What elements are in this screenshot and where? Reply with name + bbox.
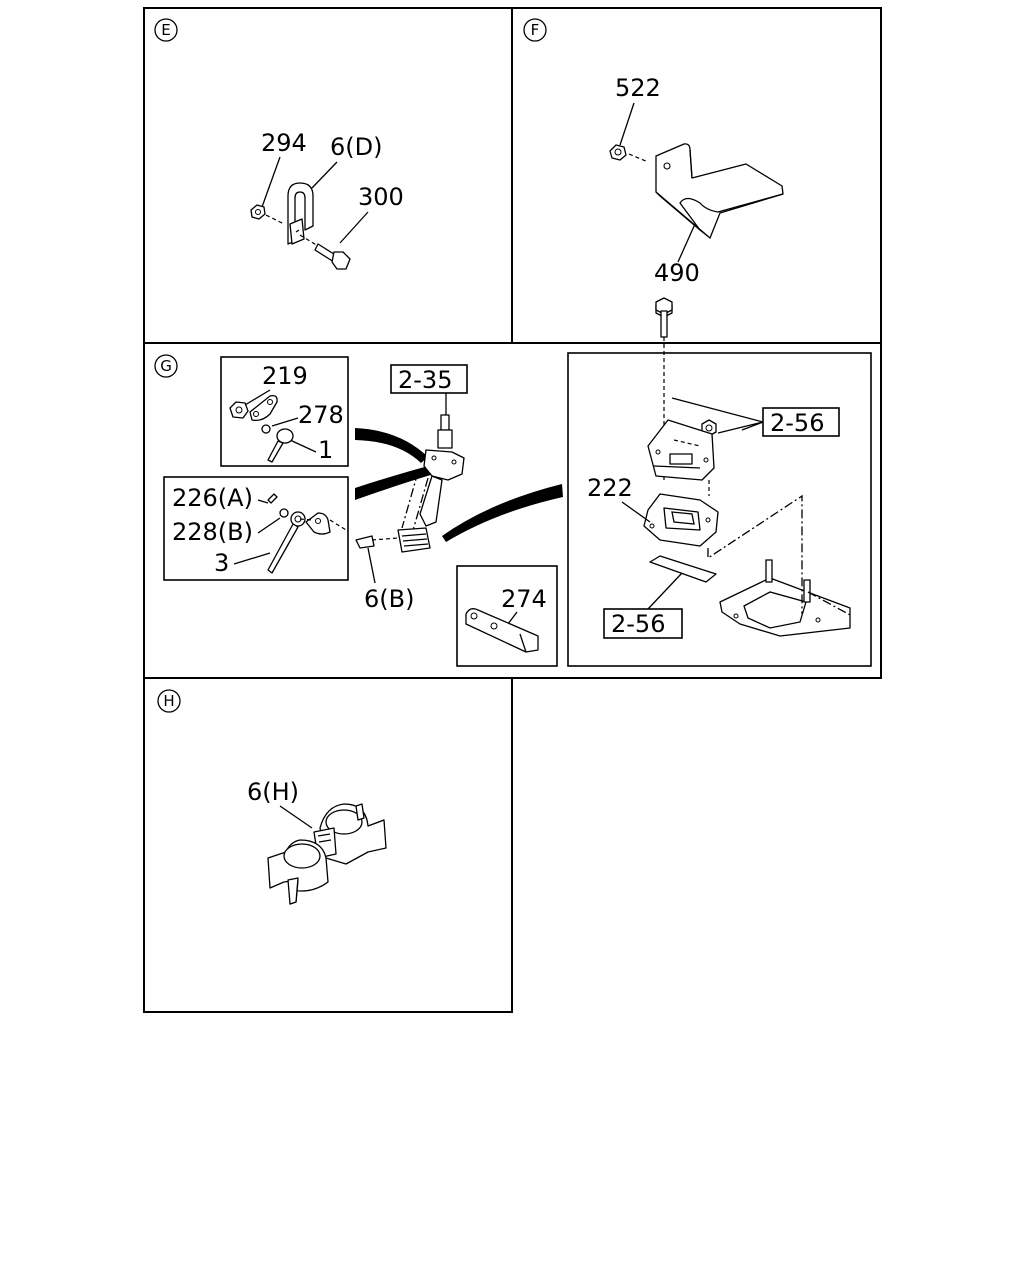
bolt-icon [299, 234, 351, 270]
bracket-icon [655, 143, 784, 239]
svg-text:G: G [160, 357, 172, 375]
callout-arrows [355, 428, 563, 542]
label-274: 274 [501, 585, 547, 613]
label-6b: 6(B) [364, 585, 414, 613]
detail-box-lower-link [163, 476, 349, 581]
lever-bracket-icon [465, 608, 539, 653]
panel-marker-f: F [523, 18, 547, 42]
label-522: 522 [615, 74, 661, 102]
nut-icon [250, 204, 266, 220]
shift-lever-icon [355, 414, 465, 553]
linkage-lower-icon [267, 493, 347, 574]
svg-text:E: E [161, 21, 170, 39]
panel-g: G 219 278 1 226(A) 228(B) 3 [154, 297, 872, 667]
panel-h: H 6(H) [157, 689, 387, 905]
label-219: 219 [262, 362, 308, 390]
label-3: 3 [214, 549, 229, 577]
linkage-upper-icon [229, 394, 294, 463]
svg-text:F: F [531, 21, 540, 39]
label-228b: 228(B) [172, 518, 253, 546]
nut-icon [609, 144, 627, 161]
label-300: 300 [358, 183, 404, 211]
ref-box-2-35 [390, 364, 468, 394]
label-222: 222 [587, 474, 633, 502]
panel-marker-g: G [154, 354, 178, 378]
clip-icon [287, 182, 314, 245]
double-clip-icon [267, 803, 387, 905]
frame-grid [143, 7, 882, 1013]
panel-marker-h: H [157, 689, 181, 713]
label-6d: 6(D) [330, 133, 382, 161]
svg-text:H: H [163, 692, 174, 710]
detail-box-mount [567, 352, 872, 667]
label-6h: 6(H) [247, 778, 299, 806]
label-2-56-upper: 2-56 [770, 409, 824, 437]
detail-box-274 [456, 565, 558, 667]
label-1: 1 [318, 436, 333, 464]
ref-box-2-56-lower [603, 608, 683, 639]
label-226a: 226(A) [172, 484, 253, 512]
label-278: 278 [298, 401, 344, 429]
mount-assembly-icon [643, 297, 853, 637]
panel-f: F 522 490 [523, 18, 784, 287]
panel-e: E 294 6(D) 300 [154, 18, 404, 270]
label-490: 490 [654, 259, 700, 287]
detail-box-upper-link [220, 356, 349, 467]
label-294: 294 [261, 129, 307, 157]
panel-marker-e: E [154, 18, 178, 42]
label-2-35: 2-35 [398, 366, 452, 394]
label-2-56-lower: 2-56 [611, 610, 665, 638]
